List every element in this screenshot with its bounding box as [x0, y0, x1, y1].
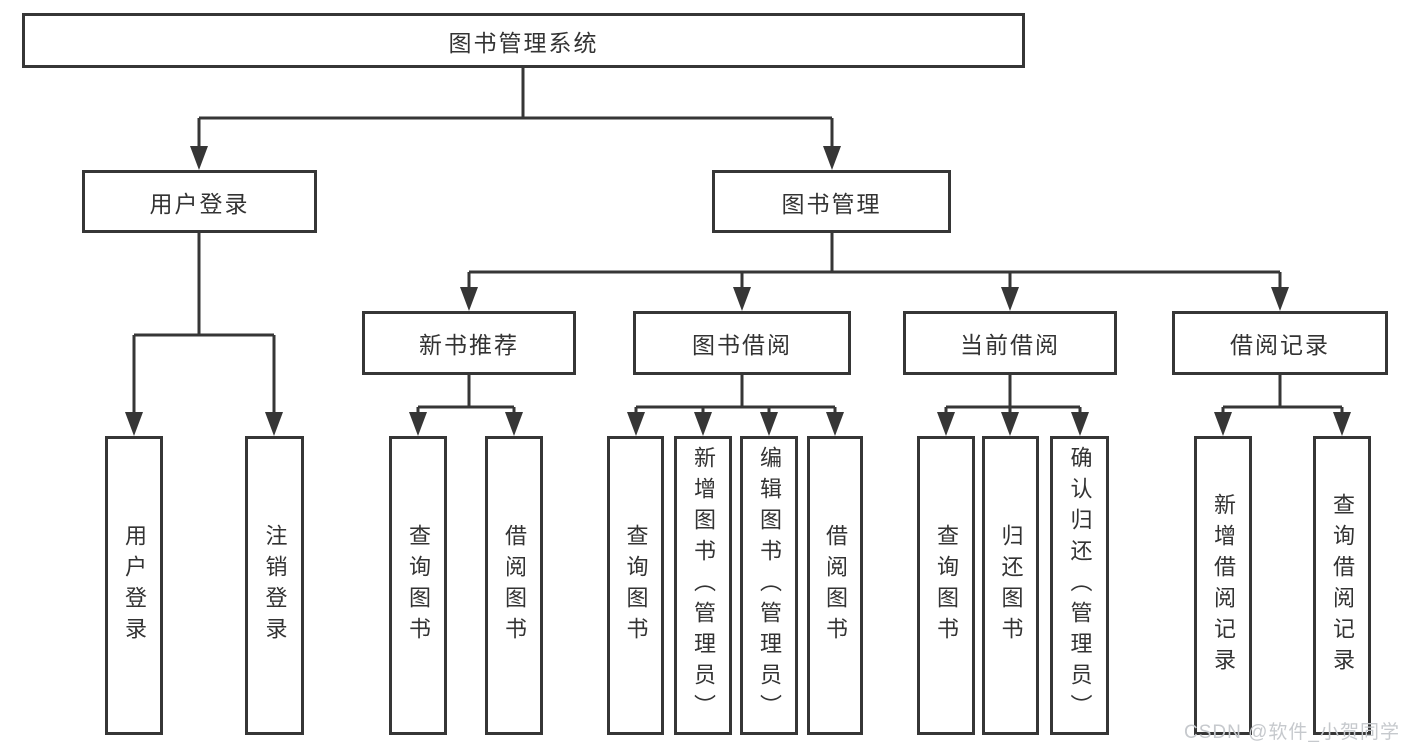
leaf-current-confirm-return-admin: 确认归还（管理员） — [1050, 436, 1109, 735]
leaf-borrow-query-books: 查询图书 — [607, 436, 664, 735]
leaf-borrow-add-books-admin-label: 新增图书（管理员） — [691, 446, 716, 725]
leaf-records-query-record: 查询借阅记录 — [1313, 436, 1371, 735]
node-root-label: 图书管理系统 — [448, 29, 599, 56]
node-book-management-label: 图书管理 — [781, 190, 882, 217]
leaf-borrow-add-books-admin: 新增图书（管理员） — [674, 436, 732, 735]
leaf-newbook-borrow-books-label: 借阅图书 — [502, 523, 527, 648]
node-root: 图书管理系统 — [22, 13, 1025, 68]
leaf-current-query-books-label: 查询图书 — [934, 523, 959, 648]
arrowheads — [125, 146, 1351, 436]
leaf-current-confirm-return-admin-label: 确认归还（管理员） — [1067, 446, 1093, 725]
node-borrow-records: 借阅记录 — [1172, 311, 1388, 375]
node-current-borrow-label: 当前借阅 — [960, 332, 1060, 358]
node-user-login-label: 用户登录 — [149, 190, 250, 217]
csdn-watermark: CSDN @软件_小贺同学 — [1184, 722, 1400, 743]
node-book-borrow: 图书借阅 — [633, 311, 851, 375]
leaf-newbook-borrow-books: 借阅图书 — [485, 436, 543, 735]
node-book-management: 图书管理 — [712, 170, 951, 233]
leaf-current-query-books: 查询图书 — [917, 436, 975, 735]
leaf-current-return-books: 归还图书 — [982, 436, 1039, 735]
leaf-records-add-record: 新增借阅记录 — [1194, 436, 1252, 735]
node-borrow-records-label: 借阅记录 — [1230, 332, 1330, 358]
leaf-user-login-label: 用户登录 — [122, 523, 147, 648]
leaf-user-login: 用户登录 — [105, 436, 163, 735]
leaf-newbook-query-books: 查询图书 — [389, 436, 447, 735]
leaf-logout-label: 注销登录 — [262, 523, 288, 648]
leaf-borrow-query-books-label: 查询图书 — [623, 523, 649, 648]
leaf-records-query-record-label: 查询借阅记录 — [1330, 492, 1355, 679]
leaf-borrow-edit-books-admin: 编辑图书（管理员） — [740, 436, 798, 735]
leaf-borrow-borrow-books: 借阅图书 — [807, 436, 863, 735]
node-user-login: 用户登录 — [82, 170, 317, 233]
node-current-borrow: 当前借阅 — [903, 311, 1117, 375]
leaf-current-return-books-label: 归还图书 — [998, 523, 1024, 648]
node-book-borrow-label: 图书借阅 — [692, 332, 792, 358]
node-new-book-recommend: 新书推荐 — [362, 311, 576, 375]
leaf-logout: 注销登录 — [245, 436, 304, 735]
leaf-newbook-query-books-label: 查询图书 — [406, 523, 431, 648]
leaf-borrow-edit-books-admin-label: 编辑图书（管理员） — [757, 446, 782, 725]
leaf-borrow-borrow-books-label: 借阅图书 — [823, 523, 848, 648]
node-new-book-recommend-label: 新书推荐 — [419, 332, 519, 358]
leaf-records-add-record-label: 新增借阅记录 — [1211, 492, 1236, 679]
